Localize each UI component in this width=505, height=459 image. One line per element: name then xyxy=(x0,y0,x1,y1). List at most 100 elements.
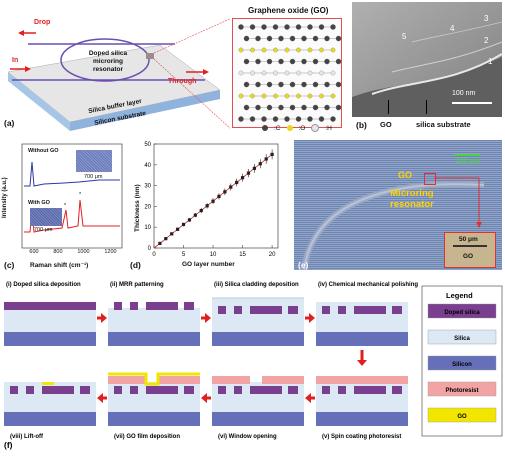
atom xyxy=(335,104,342,111)
thickness-xlabel: GO layer number xyxy=(182,261,235,268)
atom xyxy=(307,24,313,30)
silicon-layer xyxy=(4,332,96,346)
data-point xyxy=(252,166,256,170)
optical-inset-without xyxy=(76,150,112,172)
layer-number-3: 3 xyxy=(484,14,489,23)
atom xyxy=(307,93,313,99)
sem-image: 1 2 3 4 5 100 nm xyxy=(352,2,502,117)
doped-silica-core xyxy=(130,386,138,394)
y-tick-label: 20 xyxy=(144,204,151,210)
data-point xyxy=(217,194,221,199)
layer-number-2: 2 xyxy=(484,36,489,45)
y-tick-label: 0 xyxy=(148,246,152,252)
atom xyxy=(301,81,307,88)
scalebar-label: 100 nm xyxy=(452,90,476,97)
doped-silica-core xyxy=(10,386,18,394)
step-3-label: (iii) Silica cladding deposition xyxy=(214,282,299,288)
step-4-diagram xyxy=(316,302,408,346)
atom-legend: :C :O :H xyxy=(262,124,332,132)
atom xyxy=(238,24,244,30)
doped-silica-core xyxy=(218,306,226,314)
atom xyxy=(255,35,261,42)
y-tick-label: 10 xyxy=(144,225,151,231)
e-inset-go: GO xyxy=(463,253,474,260)
atom xyxy=(324,81,330,88)
scalebar xyxy=(452,102,492,104)
legend-swatch xyxy=(427,407,497,423)
atom xyxy=(324,58,330,65)
optical-inset-with xyxy=(30,208,62,226)
atom xyxy=(335,35,342,42)
panel-c-label: (c) xyxy=(4,260,15,270)
data-point xyxy=(229,185,233,189)
atom xyxy=(266,104,273,111)
atom xyxy=(261,70,267,76)
step-5-label: (v) Spin coating photoresist xyxy=(322,434,401,440)
atom xyxy=(266,35,273,42)
atom xyxy=(319,93,324,99)
doped-silica-core xyxy=(392,386,402,394)
x-tick-label: 5 xyxy=(182,252,186,258)
atom xyxy=(243,104,250,111)
go-lattice xyxy=(238,24,342,122)
atom xyxy=(301,58,307,65)
e-inset: 50 μm GO xyxy=(444,232,496,268)
atom xyxy=(330,70,336,76)
atom xyxy=(330,93,336,99)
silicon-layer xyxy=(108,332,200,346)
atom xyxy=(255,81,261,88)
photoresist-layer xyxy=(316,376,408,384)
silicon-layer xyxy=(212,332,304,346)
through-label: Through xyxy=(168,78,197,85)
data-point xyxy=(235,180,239,185)
step-3-diagram xyxy=(212,297,304,346)
substrate-pointer xyxy=(426,100,427,114)
atom xyxy=(273,47,278,53)
go-film xyxy=(108,372,200,386)
spectrum-without-go xyxy=(24,161,120,187)
silicon-layer xyxy=(316,412,408,426)
chip-side-left xyxy=(8,72,70,131)
doped-silica-core xyxy=(338,306,346,314)
data-point xyxy=(193,213,197,217)
sem-texture xyxy=(352,2,502,117)
legend-title: Legend xyxy=(446,291,473,300)
layer-number-4: 4 xyxy=(450,24,455,33)
step-2-label: (ii) MRR patterning xyxy=(110,282,164,288)
hydrogen-atom-icon xyxy=(311,124,320,132)
e-zoom-box xyxy=(424,173,436,185)
atom xyxy=(289,81,296,88)
data-point xyxy=(181,222,186,227)
atom xyxy=(312,104,319,111)
doped-silica-core xyxy=(184,386,194,394)
atom xyxy=(238,70,244,76)
x-tick-label: 0 xyxy=(152,252,156,258)
atom xyxy=(319,70,324,76)
data-point xyxy=(176,227,180,231)
doped-silica-core xyxy=(114,386,122,394)
atom xyxy=(272,116,279,122)
panel-f-label: (f) xyxy=(4,440,13,450)
atom xyxy=(261,116,267,122)
doped-silica-core xyxy=(250,386,282,394)
layer-number-5: 5 xyxy=(402,32,407,41)
doped-silica-core xyxy=(130,302,138,310)
atom xyxy=(278,81,284,88)
legend-label: Silicon xyxy=(452,362,472,368)
atom xyxy=(278,58,284,65)
y-tick-label: 40 xyxy=(144,163,151,169)
doped-silica-core xyxy=(234,306,242,314)
legend-label: Silica xyxy=(454,336,470,342)
atom xyxy=(284,47,290,53)
step-7-diagram xyxy=(108,372,200,426)
silicon-layer xyxy=(316,332,408,346)
atom xyxy=(295,24,302,30)
atom xyxy=(295,116,302,122)
legend-swatch xyxy=(427,381,497,397)
go-patch xyxy=(146,53,154,59)
atom xyxy=(238,116,244,122)
atom xyxy=(312,81,319,88)
atom xyxy=(330,116,336,122)
